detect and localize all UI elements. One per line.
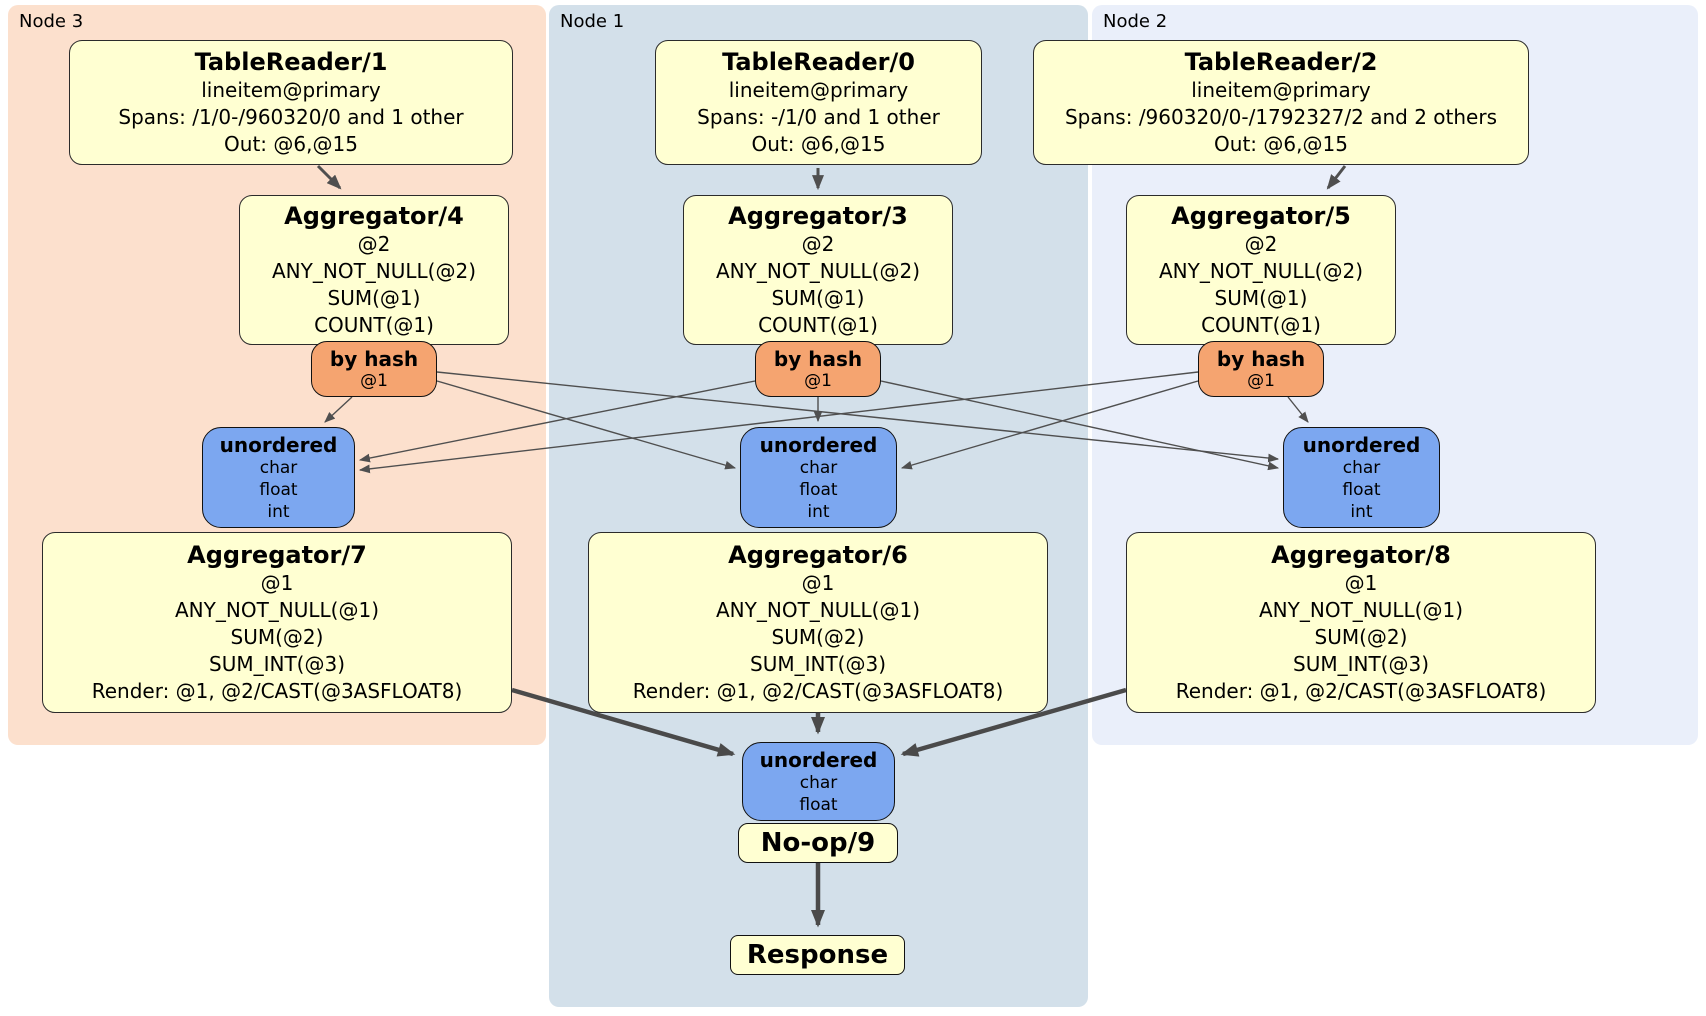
processor-title: Aggregator/6	[728, 540, 908, 569]
processor-title: Aggregator/8	[1271, 540, 1451, 569]
sync-unordered-node1: unordered char float int	[740, 427, 897, 528]
tablereader-to-aggregator-arrows	[316, 164, 1347, 191]
sync-unordered-node2: unordered char float int	[1283, 427, 1440, 528]
sync-unordered-final: unordered char float	[742, 742, 895, 821]
processor-title: Aggregator/3	[728, 201, 908, 230]
processor-title: TableReader/0	[722, 47, 915, 76]
router-by-hash-node3: by hash @1	[311, 341, 437, 397]
processor-tablereader-2: TableReader/2 lineitem@primary Spans: /9…	[1033, 40, 1529, 165]
response-node: Response	[730, 935, 905, 975]
node2-label: Node 2	[1103, 11, 1168, 32]
node1-label: Node 1	[560, 11, 625, 32]
node3-label: Node 3	[19, 11, 84, 32]
sync-unordered-node3: unordered char float int	[202, 427, 355, 528]
processor-aggregator-3: Aggregator/3 @2 ANY_NOT_NULL(@2) SUM(@1)…	[683, 195, 953, 345]
processor-title: Aggregator/5	[1171, 201, 1351, 230]
router-by-hash-node1: by hash @1	[755, 341, 881, 397]
processor-tablereader-0: TableReader/0 lineitem@primary Spans: -/…	[655, 40, 982, 165]
processor-aggregator-8: Aggregator/8 @1 ANY_NOT_NULL(@1) SUM(@2)…	[1126, 532, 1596, 713]
router-by-hash-node2: by hash @1	[1198, 341, 1324, 397]
processor-title: Aggregator/4	[284, 201, 464, 230]
final-stage-arrows	[511, 687, 1127, 928]
processor-aggregator-5: Aggregator/5 @2 ANY_NOT_NULL(@2) SUM(@1)…	[1126, 195, 1396, 345]
processor-aggregator-4: Aggregator/4 @2 ANY_NOT_NULL(@2) SUM(@1)…	[239, 195, 509, 345]
processor-aggregator-7: Aggregator/7 @1 ANY_NOT_NULL(@1) SUM(@2)…	[42, 532, 512, 713]
router-to-sync-mesh	[324, 371, 1309, 474]
processor-title: TableReader/1	[194, 47, 388, 76]
processor-aggregator-6: Aggregator/6 @1 ANY_NOT_NULL(@1) SUM(@2)…	[588, 532, 1048, 713]
processor-tablereader-1: TableReader/1 lineitem@primary Spans: /1…	[69, 40, 513, 165]
processor-noop-9: No-op/9	[738, 823, 898, 863]
processor-title: TableReader/2	[1184, 47, 1378, 76]
processor-title: Aggregator/7	[187, 540, 367, 569]
